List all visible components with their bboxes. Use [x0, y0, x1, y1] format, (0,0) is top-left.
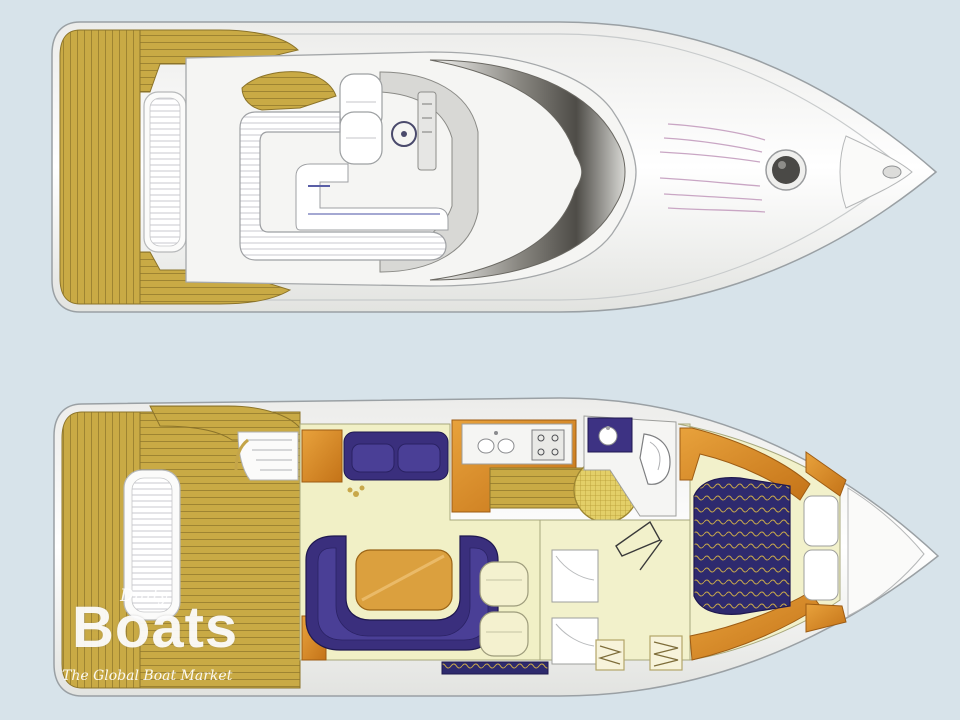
- head-basin-icon: [587, 417, 633, 453]
- forward-berth: [693, 477, 791, 615]
- galley-stove-icon: [531, 429, 565, 461]
- bow-anchor-locker: [839, 135, 913, 209]
- galley-sink-icon: [477, 431, 515, 454]
- foredeck-nonslip: [659, 123, 766, 213]
- lower-swim-platform: [61, 411, 141, 689]
- saloon-dinette-seating: [305, 535, 499, 651]
- flybridge-teak-seat: [241, 71, 337, 111]
- helm-wheel-icon: [391, 91, 437, 171]
- head-toilet-icon: [639, 433, 671, 485]
- wardrobe-hanger-icons: [595, 635, 683, 671]
- lower-bunk-trim: [441, 661, 549, 675]
- cockpit-steps: [234, 431, 299, 481]
- helm-console: [379, 71, 479, 273]
- flybridge-top-view: [51, 21, 938, 313]
- flybridge-windscreen: [429, 59, 626, 281]
- forward-shelf-upper: [805, 451, 847, 497]
- helm-seats: [339, 73, 383, 165]
- top-swim-platform: [59, 29, 141, 305]
- lower-bow-locker: [847, 487, 925, 617]
- lower-deck-layout-view: [53, 397, 940, 697]
- cabin-door-swing: [615, 520, 661, 557]
- saloon-plant-icon: [347, 485, 365, 497]
- lower-helm-seats: [479, 561, 529, 657]
- forward-shelf-lower: [805, 603, 847, 633]
- flybridge-settee: [239, 111, 447, 261]
- saloon-wood-trim-top: [301, 429, 343, 483]
- forward-berth-pillows: [803, 495, 839, 601]
- forward-cabin-trim-upper: [679, 427, 811, 501]
- saloon-upper-sofa: [343, 431, 449, 481]
